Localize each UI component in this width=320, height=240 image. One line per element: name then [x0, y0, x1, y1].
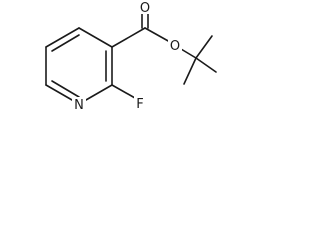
ring-double-bond	[51, 34, 80, 52]
ring-nitrogen-label: N	[74, 98, 84, 113]
ring-bond	[78, 27, 113, 48]
structure-drawing: O O N F	[45, 0, 217, 113]
fluoro-bond	[111, 84, 136, 99]
ester-oxygen-bg	[168, 38, 182, 52]
ester-single-bond	[144, 27, 171, 43]
carbonyl-oxygen-bg	[139, 0, 151, 14]
ring-double-bond	[51, 80, 80, 98]
tert-butyl-methyl-bond	[183, 57, 197, 85]
ester-oxygen-label: O	[170, 39, 180, 54]
carbonyl-oxygen-label: O	[140, 1, 150, 16]
ring-bond	[45, 27, 80, 48]
tert-butyl-link-bond	[180, 48, 197, 59]
carbonyl-link-bond	[111, 27, 146, 48]
ring-nitrogen-bg	[72, 97, 86, 111]
fluorine-label: F	[136, 97, 143, 112]
tert-butyl-methyl-bond	[195, 57, 217, 73]
fluorine-bg	[134, 96, 146, 110]
tert-butyl-methyl-bond	[195, 35, 213, 59]
chemical-structure: O O N F	[0, 0, 220, 138]
